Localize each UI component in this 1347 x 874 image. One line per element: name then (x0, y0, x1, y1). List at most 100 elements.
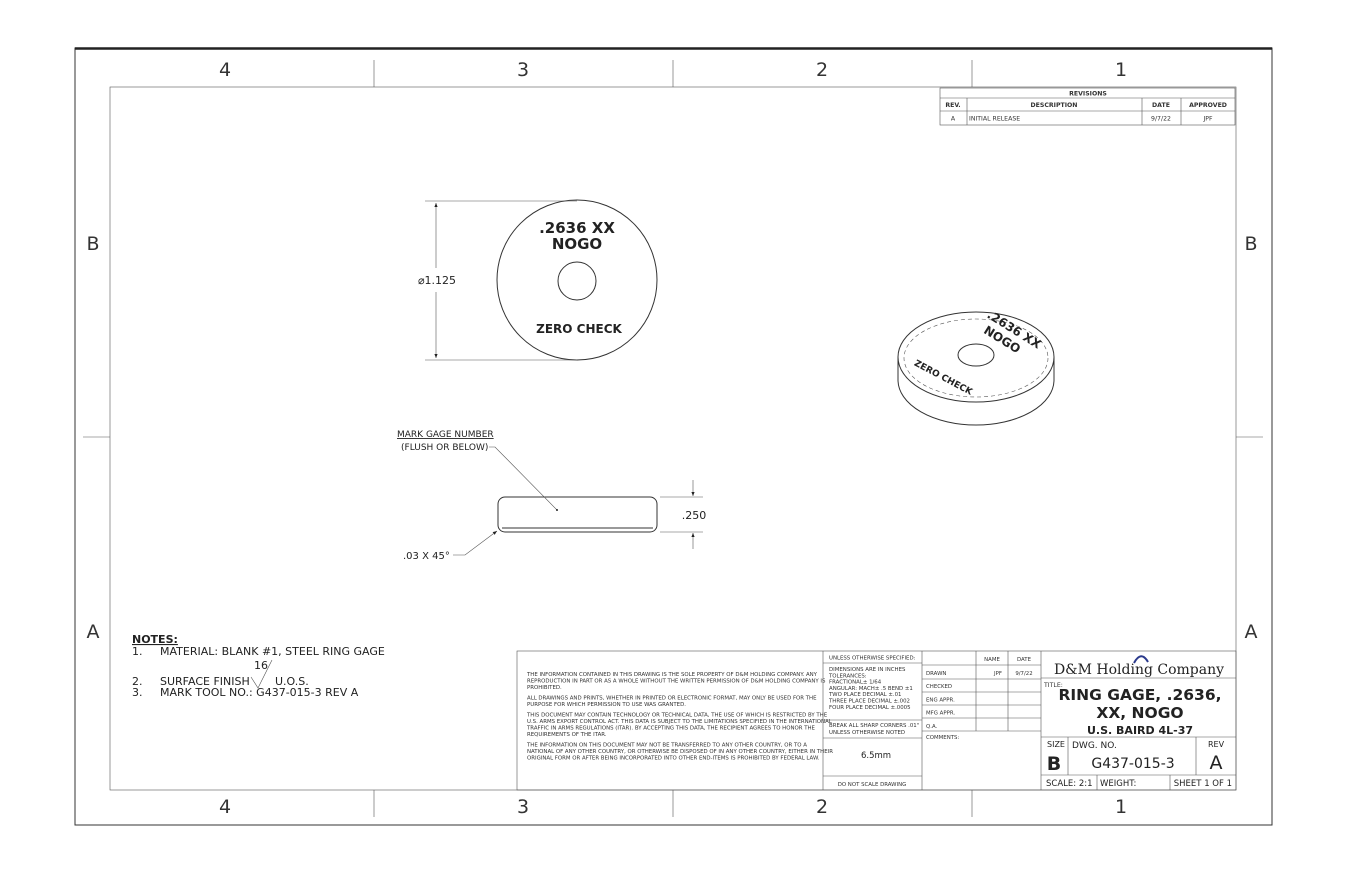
zone-col-2-bottom: 2 (816, 796, 828, 818)
break-corners-note-2: UNLESS OTHERWISE NOTED (829, 730, 905, 736)
do-not-scale: DO NOT SCALE DRAWING (838, 782, 907, 788)
proprietary-notice: THE INFORMATION CONTAINED IN THIS DRAWIN… (526, 672, 833, 762)
rev-value: A (1210, 752, 1223, 774)
dwg-no-label: DWG. NO. (1072, 741, 1117, 751)
proprietary-text-line: THIS DOCUMENT MAY CONTAIN TECHNOLOGY OR … (526, 713, 828, 719)
weight: WEIGHT: (1100, 779, 1136, 789)
tolerance-line: THREE PLACE DECIMAL ±.002 (828, 699, 910, 705)
scale: SCALE: 2:1 (1046, 779, 1093, 789)
size-value: B (1047, 753, 1061, 775)
zone-col-1: 1 (1115, 59, 1127, 81)
zone-col-3-bottom: 3 (517, 796, 529, 818)
thickness-mm: 6.5mm (861, 751, 891, 761)
revisions-table: REVISIONS REV. DESCRIPTION DATE APPROVED… (939, 87, 1236, 126)
company-logo-icon (1133, 655, 1149, 664)
side-view: .250 MARK GAGE NUMBER (FLUSH OR BELOW) .… (397, 430, 706, 562)
description-cell: INITIAL RELEASE (969, 116, 1020, 123)
revisions-title: REVISIONS (1069, 91, 1107, 98)
title-line-1: RING GAGE, .2636, (1058, 686, 1221, 704)
title-block: THE INFORMATION CONTAINED IN THIS DRAWIN… (516, 650, 1237, 791)
tolerance-heading: UNLESS OTHERWISE SPECIFIED: (829, 656, 916, 662)
proprietary-text-line: NATIONAL OF ANY OTHER COUNTRY, OR OTHERW… (527, 749, 833, 755)
company-name: D&M Holding Company (1054, 662, 1224, 678)
tolerance-line: ANGULAR: MACH± .5 BEND ±1 (829, 686, 913, 692)
flush-or-below-label: (FLUSH OR BELOW) (401, 443, 488, 453)
tolerance-line: TWO PLACE DECIMAL ±.01 (828, 692, 902, 698)
nogo-text: NOGO (552, 235, 602, 253)
tolerance-line: FRACTIONAL± 1/64 (829, 680, 882, 686)
table-row: A INITIAL RELEASE 9/7/22 JPF (951, 116, 1213, 123)
comments-label: COMMENTS: (926, 735, 959, 741)
proprietary-text-line: REQUIREMENTS OF THE ITAR. (527, 732, 607, 738)
note-number: 3. (132, 686, 143, 699)
zone-col-4: 4 (219, 59, 231, 81)
rev-header: REV. (945, 102, 960, 109)
zone-col-2: 2 (816, 59, 828, 81)
zone-row-a-left: A (87, 621, 100, 643)
surface-finish-value: 16 (254, 659, 268, 672)
date-header: DATE (1017, 657, 1032, 663)
zone-row-b-left: B (86, 233, 99, 255)
signoff-date: 9/7/22 (1015, 671, 1032, 677)
date-cell: 9/7/22 (1151, 116, 1171, 123)
zone-row-b-right: B (1244, 233, 1257, 255)
zone-col-3: 3 (517, 59, 529, 81)
notes-heading: NOTES: (132, 633, 178, 646)
proprietary-text-line: ALL DRAWINGS AND PRINTS, WHETHER IN PRIN… (527, 696, 817, 702)
zero-check-text: ZERO CHECK (536, 322, 622, 336)
zone-col-4-bottom: 4 (219, 796, 231, 818)
note-number: 2. (132, 675, 143, 688)
signoff-label: CHECKED (926, 684, 952, 690)
dwg-no-value: G437-015-3 (1091, 756, 1174, 772)
tolerance-line: TOLERANCES: (828, 673, 867, 679)
title-line-3: U.S. BAIRD 4L-37 (1087, 724, 1193, 737)
zone-labels: 4 3 2 1 4 3 2 1 B B A A (86, 59, 1257, 818)
description-header: DESCRIPTION (1031, 102, 1078, 109)
diameter-dimension: ⌀1.125 (418, 274, 456, 287)
proprietary-text-line: TRAFFIC IN ARMS REGULATIONS (ITAR). BY A… (526, 726, 816, 732)
date-header: DATE (1152, 102, 1170, 109)
thickness-dimension: .250 (682, 509, 707, 522)
surface-finish-symbol-icon (250, 659, 273, 689)
isometric-view: .2636 XX NOGO ZERO CHECK (897, 308, 1055, 426)
gage-number-text: .2636 XX (539, 219, 615, 237)
note-number: 1. (132, 645, 143, 658)
proprietary-text-line: THE INFORMATION CONTAINED IN THIS DRAWIN… (526, 672, 818, 678)
notes: NOTES: 1. MATERIAL: BLANK #1, STEEL RING… (132, 633, 385, 699)
mark-gage-leader-label: MARK GAGE NUMBER (397, 430, 494, 440)
front-view: .2636 XX NOGO ZERO CHECK ⌀1.125 (418, 199, 658, 361)
signoff-label: Q.A. (926, 724, 938, 730)
approved-header: APPROVED (1189, 102, 1227, 109)
zone-row-a-right: A (1245, 621, 1258, 643)
proprietary-text-line: U.S. ARMS EXPORT CONTROL ACT. THIS DATA … (527, 719, 832, 725)
signoff-label: DRAWN (926, 671, 946, 677)
proprietary-text-line: ORIGINAL FORM OR AFTER BEING INCORPORATE… (527, 756, 820, 762)
proprietary-text-line: PROHIBITED. (527, 685, 562, 691)
break-corners-note: BREAK ALL SHARP CORNERS .01" (829, 723, 919, 729)
tolerance-line: FOUR PLACE DECIMAL ±.0005 (829, 705, 911, 711)
size-label: SIZE (1047, 740, 1065, 749)
name-header: NAME (984, 657, 1000, 663)
signoff-label: MFG APPR. (926, 711, 955, 717)
proprietary-text-line: THE INFORMATION ON THIS DOCUMENT MAY NOT… (526, 743, 807, 749)
rev-cell: A (951, 116, 956, 123)
title-label: TITLE: (1043, 682, 1063, 689)
sheet-frame (74, 47, 1273, 826)
approved-cell: JPF (1202, 116, 1213, 123)
note-surface-finish: SURFACE FINISH (160, 675, 250, 688)
proprietary-text-line: PURPOSE FOR WHICH PERMISSION TO USE WAS … (527, 702, 686, 708)
proprietary-text-line: REPRODUCTION IN PART OR AS A WHOLE WITHO… (527, 679, 826, 685)
signoff-label: ENG APPR. (926, 697, 955, 703)
sheet-count: SHEET 1 OF 1 (1174, 779, 1232, 789)
zone-col-1-bottom: 1 (1115, 796, 1127, 818)
note-mark-tool: MARK TOOL NO.: G437-015-3 REV A (160, 686, 359, 699)
surface-finish-suffix: U.O.S. (275, 675, 309, 688)
iso-zero-check-text: ZERO CHECK (912, 359, 974, 398)
title-line-2: XX, NOGO (1096, 704, 1183, 722)
tolerance-list: DIMENSIONS ARE IN INCHESTOLERANCES:FRACT… (828, 667, 913, 711)
tolerance-line: DIMENSIONS ARE IN INCHES (829, 667, 906, 673)
signoff-name: JPF (993, 671, 1002, 677)
rev-label: REV (1208, 740, 1225, 749)
